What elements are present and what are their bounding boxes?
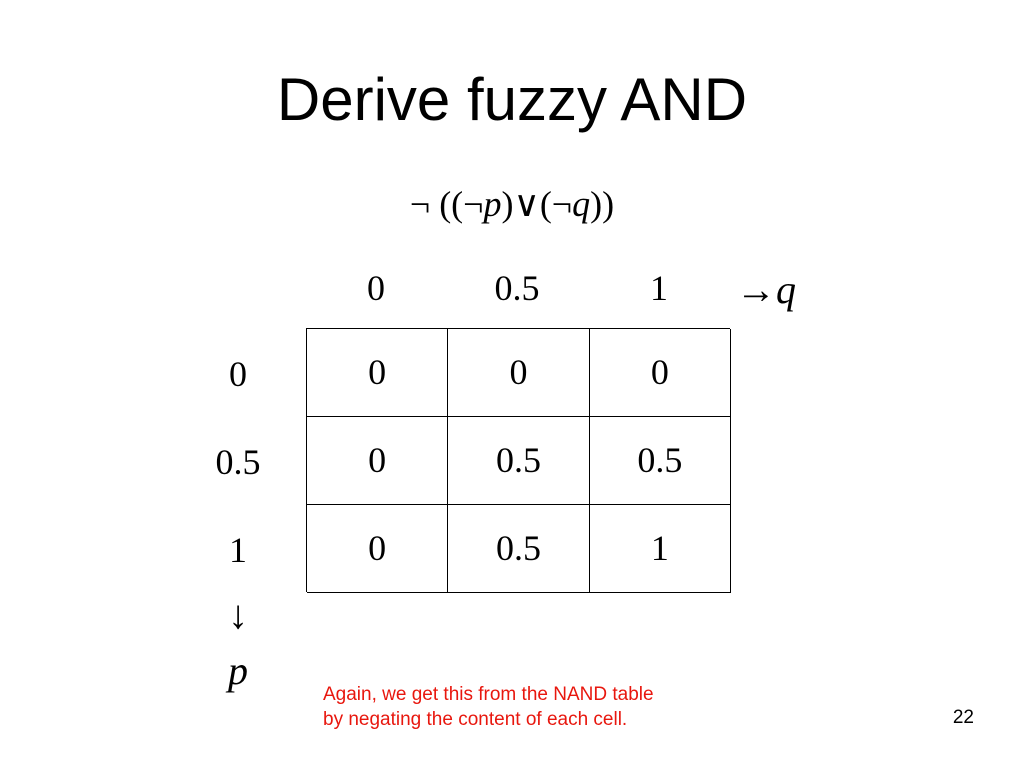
formula-var-p: p <box>483 184 502 224</box>
truth-table: 0 0 0 0 0.5 0.5 0 0.5 1 <box>306 328 731 593</box>
table-cell: 0 <box>448 329 590 417</box>
down-arrow-icon: ↓ <box>228 592 248 637</box>
note-line-1: Again, we get this from the NAND table <box>323 684 654 705</box>
table-cell: 0 <box>307 417 449 505</box>
right-arrow-icon: → <box>736 267 776 312</box>
q-axis-variable: q <box>776 267 796 312</box>
formula: ¬ ((¬p)∨(¬q)) <box>0 180 1024 228</box>
table-cell: 0.5 <box>589 417 731 505</box>
column-header-0-5: 0.5 <box>494 268 540 308</box>
row-header-1: 1 <box>229 530 247 570</box>
q-axis-label: →q <box>736 266 796 314</box>
column-header-1: 1 <box>650 268 668 308</box>
formula-part-3: )) <box>590 184 615 224</box>
table-cell: 0 <box>307 329 449 417</box>
slide-title: Derive fuzzy AND <box>276 66 748 133</box>
table-cell: 0 <box>589 329 731 417</box>
table-cell: 1 <box>589 505 731 593</box>
row-header-0-5: 0.5 <box>215 442 261 482</box>
table-cell: 0.5 <box>448 505 590 593</box>
formula-part-2: )∨(¬ <box>501 184 573 224</box>
page-number: 22 <box>952 707 974 728</box>
row-header-0: 0 <box>229 354 247 394</box>
note-text: Again, we get this from the NAND table b… <box>323 682 743 732</box>
formula-var-q: q <box>572 184 591 224</box>
note-line-2: by negating the content of each cell. <box>323 709 628 730</box>
column-header-0: 0 <box>367 268 385 308</box>
p-axis-variable: p <box>228 648 248 693</box>
formula-part-1: ¬ ((¬ <box>409 184 484 224</box>
table-cell: 0 <box>307 505 449 593</box>
table-cell: 0.5 <box>448 417 590 505</box>
